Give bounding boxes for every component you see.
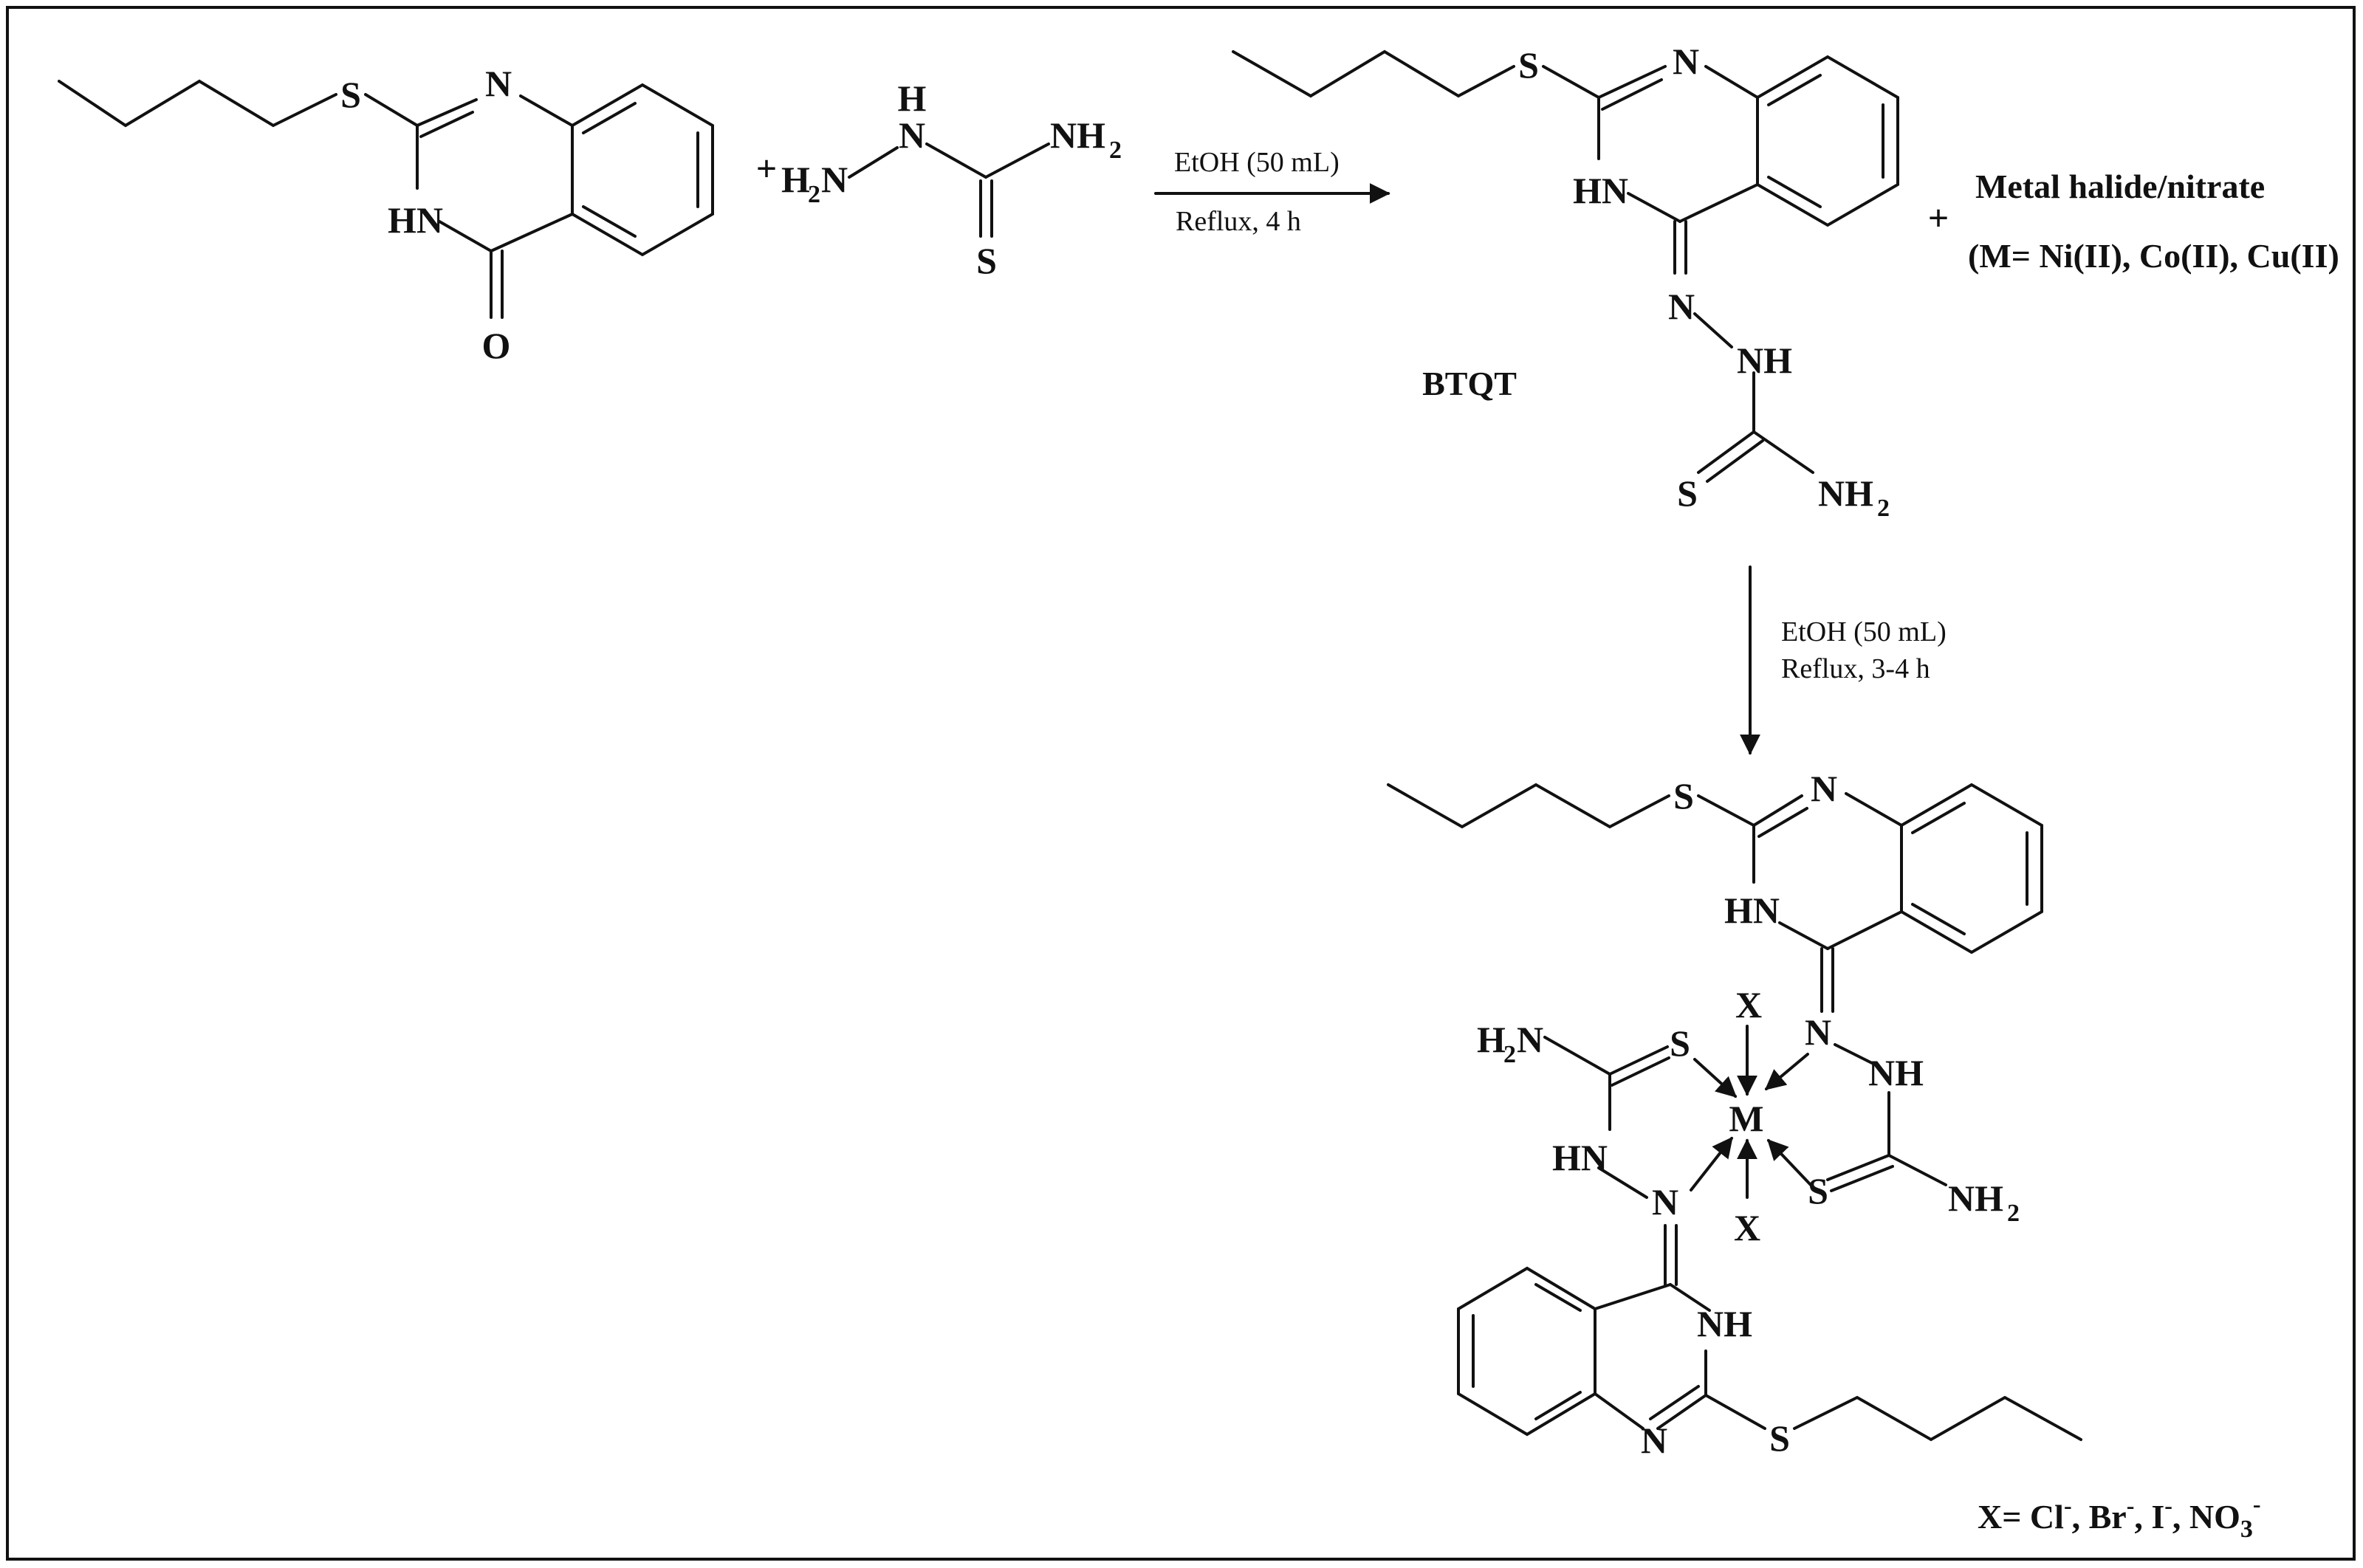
step1-arrow: EtOH (50 mL) Reflux, 4 h bbox=[1154, 147, 1390, 237]
atom-s: S bbox=[976, 240, 997, 281]
atom-nh2-nh: NH bbox=[1818, 472, 1873, 514]
reactant-thiosemicarbazide: + H 2 N N H NH 2 S bbox=[756, 78, 1122, 281]
atom-n-lower-imine: N bbox=[1652, 1181, 1678, 1223]
atom-nh2-nh: NH bbox=[1050, 114, 1105, 156]
atom-h2n-h: H bbox=[1477, 1019, 1506, 1060]
subscript-2: 2 bbox=[1503, 1041, 1516, 1068]
atom-h: H bbox=[898, 78, 927, 119]
metal-reagent-line1: Metal halide/nitrate bbox=[1975, 168, 2265, 205]
step1-conditions-line2: Reflux, 4 h bbox=[1176, 206, 1301, 237]
step2-arrow: EtOH (50 mL) Reflux, 3-4 h bbox=[1740, 565, 1947, 755]
metal-reagent-line2: (M= Ni(II), Co(II), Cu(II) bbox=[1968, 237, 2339, 275]
btqt-label: BTQT bbox=[1422, 365, 1517, 402]
atom-h2n-n: N bbox=[821, 159, 848, 200]
subscript-2: 2 bbox=[1877, 495, 1890, 522]
atom-s: S bbox=[1673, 775, 1694, 816]
axial-ligand-x-bottom: X bbox=[1734, 1207, 1760, 1248]
atom-s: S bbox=[340, 74, 361, 115]
atom-nh: NH bbox=[1868, 1052, 1924, 1093]
atom-nh2-nh: NH bbox=[1948, 1177, 2003, 1219]
counterion-legend: X= Cl-, Br-, I-, NO3- bbox=[1978, 1490, 2261, 1543]
metal-center: M bbox=[1729, 1098, 1763, 1139]
subscript-2: 2 bbox=[2007, 1200, 2020, 1227]
atom-h2n-h: H bbox=[781, 159, 810, 200]
subscript-2: 2 bbox=[808, 181, 820, 208]
atom-n: N bbox=[1811, 768, 1837, 809]
atom-n: N bbox=[1641, 1420, 1667, 1461]
atom-n: N bbox=[1668, 286, 1695, 327]
atom-nh: NH bbox=[1697, 1303, 1752, 1344]
figure-frame bbox=[6, 6, 2356, 1561]
atom-hn: HN bbox=[1573, 170, 1628, 211]
subscript-2: 2 bbox=[1109, 137, 1122, 164]
plus-sign: + bbox=[756, 148, 778, 189]
axial-ligand-x-top: X bbox=[1735, 984, 1762, 1025]
atom-n-upper-imine: N bbox=[1805, 1011, 1831, 1053]
atom-s: S bbox=[1808, 1170, 1828, 1211]
atom-nh: NH bbox=[1737, 340, 1792, 381]
atom-s: S bbox=[1670, 1022, 1690, 1064]
atom-s: S bbox=[1677, 472, 1698, 514]
atom-n: N bbox=[899, 114, 925, 156]
atom-n: N bbox=[485, 63, 512, 104]
product-metal-complex: S N HN N NH S NH 2 H 2 N S HN N M X X bbox=[1387, 768, 2261, 1543]
step2-conditions-line2: Reflux, 3-4 h bbox=[1781, 653, 1930, 684]
metal-reagent: + Metal halide/nitrate (M= Ni(II), Co(II… bbox=[1928, 168, 2339, 275]
atom-s: S bbox=[1769, 1417, 1790, 1459]
atom-hn: HN bbox=[1724, 890, 1780, 931]
atom-hn: HN bbox=[1552, 1137, 1608, 1178]
atom-h2n-n: N bbox=[1517, 1019, 1543, 1060]
atom-s: S bbox=[1518, 44, 1539, 86]
plus-sign: + bbox=[1928, 197, 1949, 238]
reactant-quinazolinone: S N HN O bbox=[58, 63, 714, 366]
step1-conditions-line1: EtOH (50 mL) bbox=[1174, 147, 1340, 178]
atom-o: O bbox=[482, 325, 511, 366]
atom-hn: HN bbox=[388, 199, 443, 241]
atom-n: N bbox=[1673, 41, 1699, 82]
intermediate-btqt: S N HN N NH S NH 2 BTQT bbox=[1232, 41, 1899, 522]
step2-conditions-line1: EtOH (50 mL) bbox=[1781, 616, 1947, 647]
